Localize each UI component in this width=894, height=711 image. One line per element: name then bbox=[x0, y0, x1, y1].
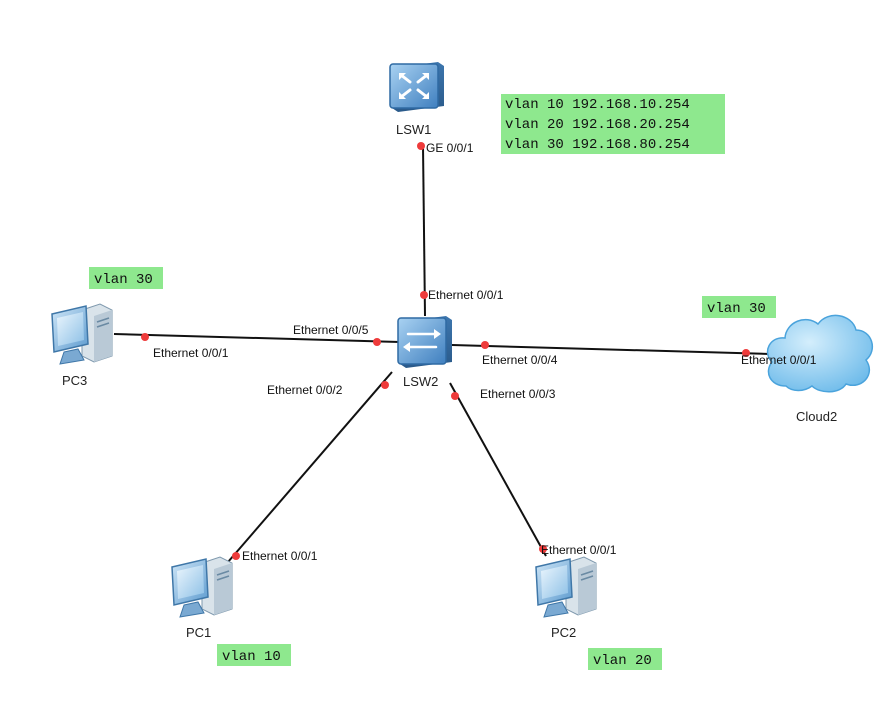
port-dots bbox=[141, 142, 750, 560]
pc3-node[interactable]: PC3 bbox=[51, 303, 113, 388]
cloud-icon bbox=[766, 314, 874, 393]
pc1-label: PC1 bbox=[186, 625, 211, 640]
l3-switch-icon bbox=[389, 62, 444, 112]
note-pc2-vlan-text: vlan 20 bbox=[593, 653, 652, 669]
pc2-label: PC2 bbox=[551, 625, 576, 640]
note-lsw1-gateways[interactable]: vlan 10 192.168.10.254 vlan 20 192.168.2… bbox=[501, 94, 725, 154]
link-lsw2-cloud2[interactable] bbox=[451, 344, 771, 355]
lsw2-label: LSW2 bbox=[403, 374, 438, 389]
note-pc1-vlan-text: vlan 10 bbox=[222, 649, 281, 665]
pc2-node[interactable]: PC2 bbox=[535, 556, 597, 640]
port-label-pc3-e001: Ethernet 0/0/1 bbox=[153, 346, 229, 360]
port-label-pc2-e001: Ethernet 0/0/1 bbox=[541, 543, 617, 557]
note-cloud2-vlan[interactable]: vlan 30 bbox=[702, 296, 776, 318]
note-pc1-vlan[interactable]: vlan 10 bbox=[217, 644, 291, 666]
pc3-label: PC3 bbox=[62, 373, 87, 388]
lsw2-node[interactable]: LSW2 bbox=[397, 316, 452, 389]
port-dot-lsw2-e002[interactable] bbox=[381, 381, 389, 389]
port-label-lsw2-e005: Ethernet 0/0/5 bbox=[293, 323, 369, 337]
link-lsw1-lsw2[interactable] bbox=[422, 145, 426, 317]
lsw1-label: LSW1 bbox=[396, 122, 431, 137]
port-label-lsw2-e001: Ethernet 0/0/1 bbox=[428, 288, 504, 302]
note-cloud2-vlan-text: vlan 30 bbox=[707, 301, 766, 317]
port-label-lsw1-ge001: GE 0/0/1 bbox=[426, 141, 474, 155]
l2-switch-icon bbox=[397, 316, 452, 368]
port-dot-lsw1-ge001[interactable] bbox=[417, 142, 425, 150]
lsw1-node[interactable]: LSW1 bbox=[389, 62, 444, 137]
cloud2-node[interactable]: Cloud2 bbox=[766, 314, 874, 424]
link-lsw2-pc2[interactable] bbox=[449, 382, 547, 557]
note-pc3-vlan-text: vlan 30 bbox=[94, 272, 153, 288]
port-dot-pc3-e001[interactable] bbox=[141, 333, 149, 341]
port-label-lsw2-e003: Ethernet 0/0/3 bbox=[480, 387, 556, 401]
port-label-lsw2-e002: Ethernet 0/0/2 bbox=[267, 383, 343, 397]
pc-icon bbox=[535, 556, 597, 618]
note-line-3: vlan 30 192.168.80.254 bbox=[505, 137, 690, 153]
note-line-2: vlan 20 192.168.20.254 bbox=[505, 117, 690, 133]
link-lsw2-pc1[interactable] bbox=[227, 371, 393, 563]
pc-icon bbox=[51, 303, 113, 365]
link-lsw2-pc3[interactable] bbox=[113, 333, 401, 343]
port-label-cloud2-e001: Ethernet 0/0/1 bbox=[741, 353, 817, 367]
port-dot-lsw2-e005[interactable] bbox=[373, 338, 381, 346]
cloud2-label: Cloud2 bbox=[796, 409, 837, 424]
port-label-lsw2-e004: Ethernet 0/0/4 bbox=[482, 353, 558, 367]
port-dot-cloud2-e001[interactable] bbox=[742, 349, 750, 357]
pc-icon bbox=[171, 556, 233, 618]
port-dot-lsw2-e004[interactable] bbox=[481, 341, 489, 349]
pc1-node[interactable]: PC1 bbox=[171, 556, 233, 640]
port-dot-lsw2-e003[interactable] bbox=[451, 392, 459, 400]
port-dot-lsw2-e001[interactable] bbox=[420, 291, 428, 299]
note-line-1: vlan 10 192.168.10.254 bbox=[505, 97, 690, 113]
note-pc2-vlan[interactable]: vlan 20 bbox=[588, 648, 662, 670]
note-pc3-vlan[interactable]: vlan 30 bbox=[89, 267, 163, 289]
port-label-pc1-e001: Ethernet 0/0/1 bbox=[242, 549, 318, 563]
port-dot-pc2-e001[interactable] bbox=[539, 545, 547, 553]
port-dot-pc1-e001[interactable] bbox=[232, 552, 240, 560]
